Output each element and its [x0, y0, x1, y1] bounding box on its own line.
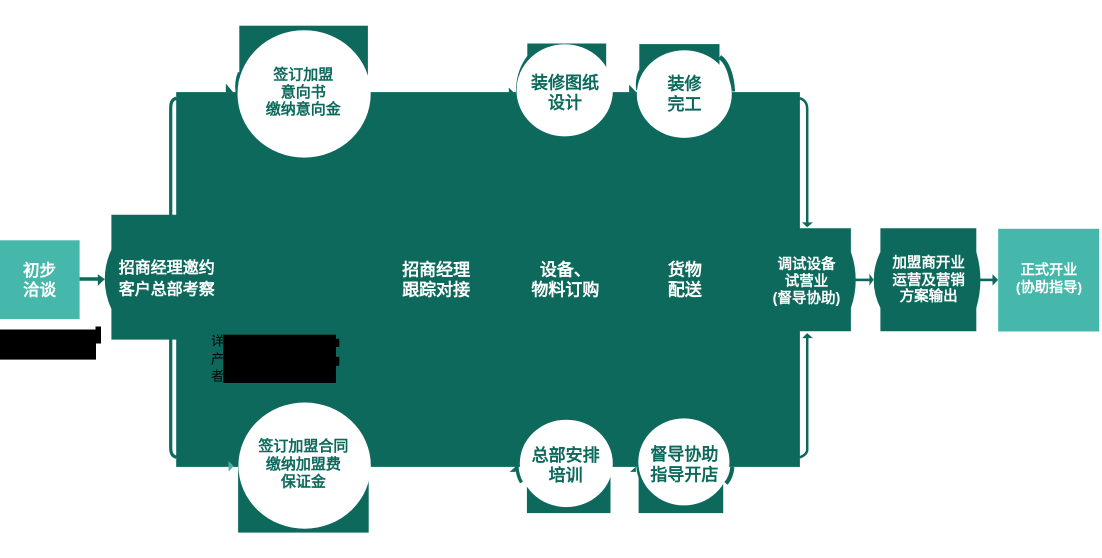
- svg-text:加盟商开业: 加盟商开业: [891, 254, 965, 272]
- svg-text:招商经理: 招商经理: [402, 259, 470, 279]
- svg-text:缴纳意向金: 缴纳意向金: [266, 100, 342, 118]
- svg-text:试营业: 试营业: [785, 272, 829, 290]
- svg-text:正式开业: 正式开业: [1021, 261, 1078, 278]
- svg-text:初步: 初步: [23, 260, 56, 280]
- svg-text:装修: 装修: [667, 74, 703, 94]
- svg-text:产: 产: [211, 352, 224, 367]
- svg-text:设计: 设计: [548, 93, 582, 113]
- svg-text:缴纳加盟费: 缴纳加盟费: [266, 455, 341, 473]
- svg-text:保证金: 保证金: [280, 473, 327, 491]
- svg-text:招商经理邀约: 招商经理邀约: [119, 258, 215, 277]
- svg-text:方案输出: 方案输出: [900, 287, 958, 305]
- svg-text:意向书: 意向书: [281, 83, 326, 101]
- svg-text:物料订购: 物料订购: [531, 280, 599, 300]
- svg-text:调试设备: 调试设备: [778, 255, 836, 273]
- svg-text:签订加盟合同: 签订加盟合同: [257, 437, 348, 455]
- svg-text:指导开店: 指导开店: [650, 464, 718, 484]
- svg-text:培训: 培训: [549, 465, 583, 485]
- svg-text:详: 详: [211, 334, 224, 349]
- svg-text:装修图纸: 装修图纸: [530, 73, 599, 93]
- svg-text:配送: 配送: [668, 280, 703, 300]
- svg-text:完工: 完工: [668, 94, 702, 114]
- svg-text:跟踪对接: 跟踪对接: [402, 280, 470, 300]
- svg-text:总部安排: 总部安排: [532, 445, 600, 465]
- svg-text:者: 者: [211, 369, 224, 384]
- svg-text:洽谈: 洽谈: [23, 280, 57, 300]
- svg-text:货物: 货物: [668, 259, 702, 279]
- svg-text:客户总部考察: 客户总部考察: [119, 280, 216, 299]
- svg-text:督导协助: 督导协助: [650, 444, 718, 464]
- svg-text:(协助指导): (协助指导): [1016, 279, 1082, 296]
- svg-text:(督导协助): (督导协助): [773, 289, 841, 307]
- svg-text:运营及营销: 运营及营销: [892, 271, 965, 289]
- svg-text:签订加盟: 签订加盟: [272, 65, 333, 83]
- svg-text:设备、: 设备、: [540, 259, 591, 279]
